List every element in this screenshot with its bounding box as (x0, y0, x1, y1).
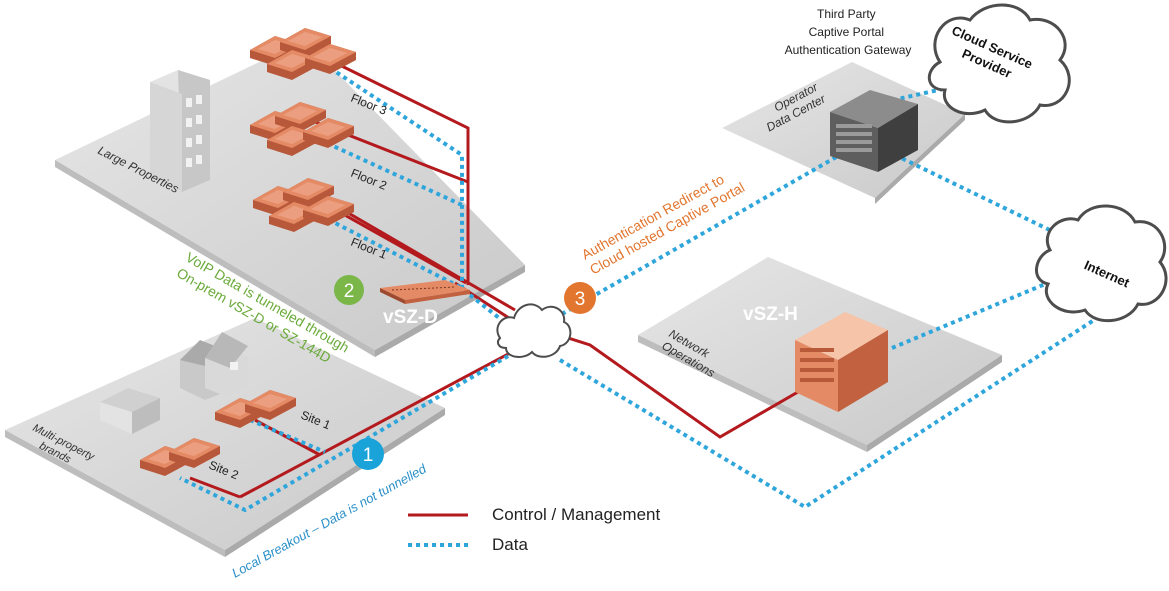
callout-3-line2: Cloud hosted Captive Portal (587, 179, 747, 278)
office-building-icon (150, 70, 210, 192)
multi-property-platform (5, 318, 445, 557)
vsz-d-label: vSZ-D (383, 307, 438, 328)
callout-3-number: 3 (575, 289, 586, 310)
callout-3-badge (564, 282, 596, 314)
callout-2-number: 2 (344, 281, 355, 302)
legend: Control / Management Data (408, 505, 660, 554)
vsz-d-appliance-icon (380, 280, 470, 304)
gateway-line3: Authentication Gateway (785, 43, 912, 57)
callout-2-badge (334, 275, 364, 305)
wan-cloud-icon (496, 303, 572, 358)
callout-3-line1: Authentication Redirect to (579, 171, 727, 263)
callout-1-number: 1 (363, 445, 374, 466)
internet-cloud-icon (1035, 204, 1168, 323)
vsz-h-label: vSZ-H (743, 304, 798, 325)
cloud-service-provider-icon (927, 3, 1071, 124)
gateway-line1: Third Party (817, 7, 876, 21)
callout-1-badge (352, 438, 384, 470)
legend-control-label: Control / Management (492, 505, 660, 524)
vsz-h-server-icon (795, 312, 888, 412)
house-icon (180, 332, 248, 400)
legend-data-label: Data (492, 535, 528, 554)
gateway-line2: Captive Portal (809, 25, 884, 39)
captive-portal-server-icon (830, 90, 918, 172)
small-building-icon (100, 388, 160, 434)
gateway-label: Third Party Captive Portal Authenticatio… (785, 7, 912, 57)
